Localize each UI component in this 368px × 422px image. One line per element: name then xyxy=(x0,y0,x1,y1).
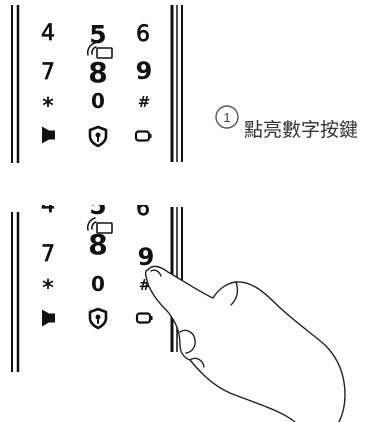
pointing-hand-icon xyxy=(144,265,346,422)
key-7: 7 xyxy=(41,60,55,85)
key-star: * xyxy=(42,94,54,119)
step-caption: 點亮數字按鍵 xyxy=(244,119,358,141)
key-9: 9 xyxy=(138,243,155,271)
key-0: 0 xyxy=(91,89,105,113)
top-keypad-panel: 4 5 6 7 8 9 * 0 # xyxy=(11,5,183,163)
key-0: 0 xyxy=(91,272,105,296)
bottom-keypad-panel: 4 5 6 7 8 9 * 0 # xyxy=(11,191,346,422)
step-number-badge xyxy=(215,105,239,129)
key-6: 6 xyxy=(136,22,150,47)
key-5: 5 xyxy=(89,20,106,49)
key-8: 8 xyxy=(88,56,107,89)
key-8: 8 xyxy=(88,228,107,261)
left-frame-rail xyxy=(11,5,20,163)
key-4: 4 xyxy=(41,21,55,46)
speaker-icon xyxy=(42,309,55,327)
speaker-icon xyxy=(42,126,55,144)
shield-icon xyxy=(88,307,108,330)
step-number: 1 xyxy=(223,110,230,125)
battery-icon xyxy=(135,312,153,324)
key-7: 7 xyxy=(41,242,55,267)
key-hash: # xyxy=(138,93,151,111)
card-reader-icon xyxy=(86,217,113,234)
bottom-keypad-keys: 4 5 6 7 8 9 * 0 # xyxy=(41,191,155,330)
key-5: 5 xyxy=(89,191,106,220)
right-frame-rail xyxy=(170,5,183,162)
key-9: 9 xyxy=(136,57,153,85)
left-frame-rail xyxy=(11,212,20,372)
key-6: 6 xyxy=(136,196,150,221)
card-reader-icon xyxy=(86,42,113,59)
key-star: * xyxy=(42,276,54,301)
step-label: 1 點亮數字按鍵 xyxy=(215,105,358,141)
battery-icon xyxy=(134,130,152,142)
key-4: 4 xyxy=(41,193,55,218)
shield-icon xyxy=(88,125,108,148)
